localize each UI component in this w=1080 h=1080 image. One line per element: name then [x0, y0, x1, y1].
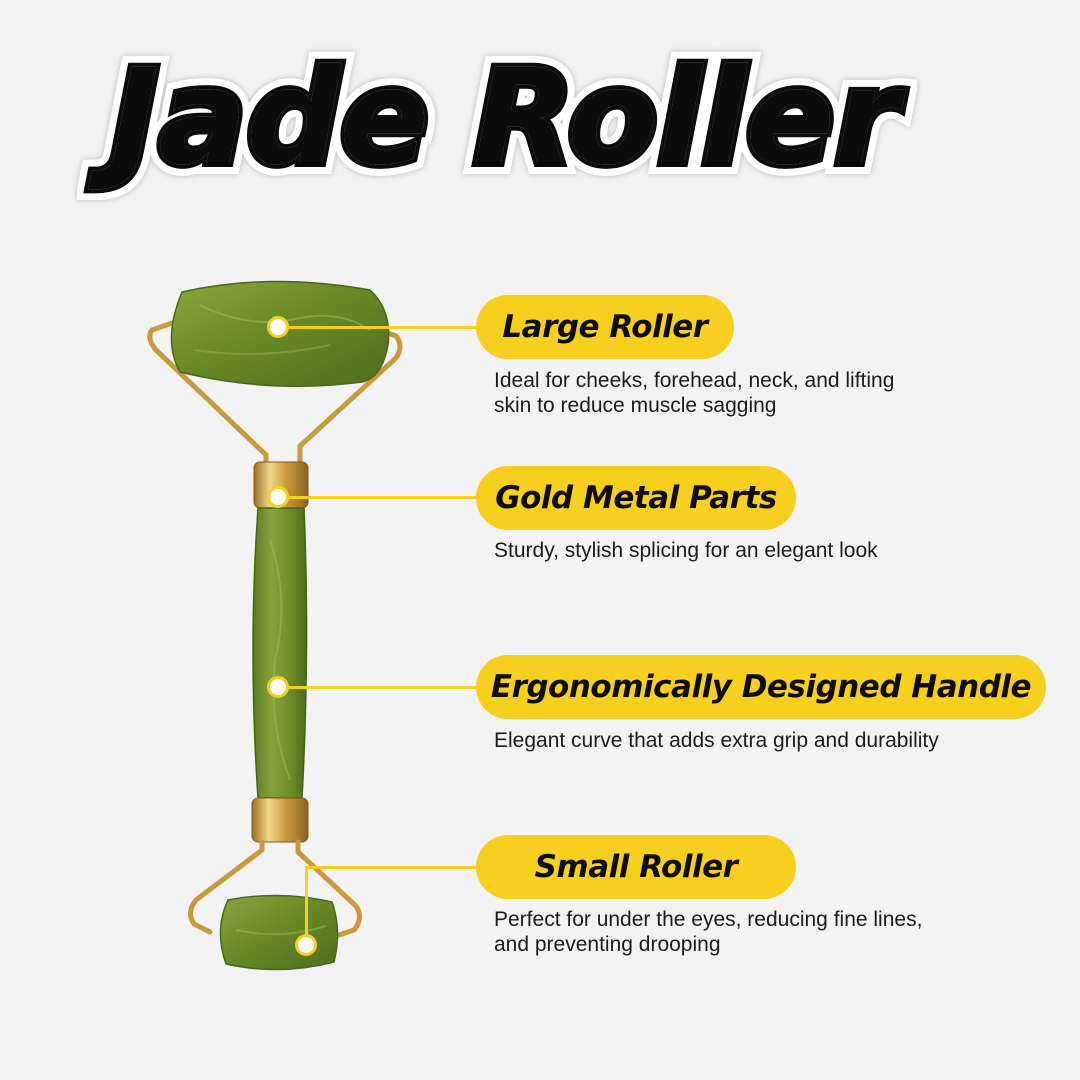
connector-line-small-roller-h [306, 866, 486, 869]
feature-label-gold-metal-parts: Gold Metal Parts [476, 466, 796, 530]
small-roller-stone [219, 894, 339, 971]
description-line: and preventing drooping [494, 933, 721, 956]
feature-description-handle: Elegant curve that adds extra grip and d… [494, 728, 1014, 753]
feature-label-handle: Ergonomically Designed Handle [476, 655, 1046, 719]
feature-label-large-roller: Large Roller [476, 295, 734, 359]
page-title-outline: Jade Roller [99, 30, 910, 206]
feature-label-small-roller: Small Roller [476, 835, 796, 899]
feature-description-large-roller: Ideal for cheeks, forehead, neck, and li… [494, 368, 1014, 418]
description-line: Perfect for under the eyes, reducing fin… [494, 908, 923, 931]
connector-line-large-roller [286, 326, 486, 329]
connector-line-handle [286, 686, 486, 689]
connector-line-gold-parts [286, 496, 486, 499]
page-title: Jade Roller [106, 37, 903, 199]
marker-dot-large-roller [267, 316, 289, 338]
bottom-wire-frame [188, 839, 265, 935]
connector-line-small-roller-v [305, 866, 308, 942]
title-area: Jade Roller Jade Roller [0, 0, 1080, 230]
description-line: skin to reduce muscle sagging [494, 394, 777, 417]
feature-description-gold-metal-parts: Sturdy, stylish splicing for an elegant … [494, 538, 1014, 563]
handle-stone [252, 507, 308, 799]
top-wire-frame [147, 319, 269, 465]
marker-dot-gold-parts [267, 486, 289, 508]
description-line: Ideal for cheeks, forehead, neck, and li… [494, 369, 895, 392]
description-line: Sturdy, stylish splicing for an elegant … [494, 539, 878, 562]
feature-description-small-roller: Perfect for under the eyes, reducing fin… [494, 907, 1014, 957]
marker-dot-handle [267, 676, 289, 698]
description-line: Elegant curve that adds extra grip and d… [494, 729, 939, 752]
bottom-gold-collar [251, 797, 309, 843]
marker-dot-small-roller [295, 934, 317, 956]
